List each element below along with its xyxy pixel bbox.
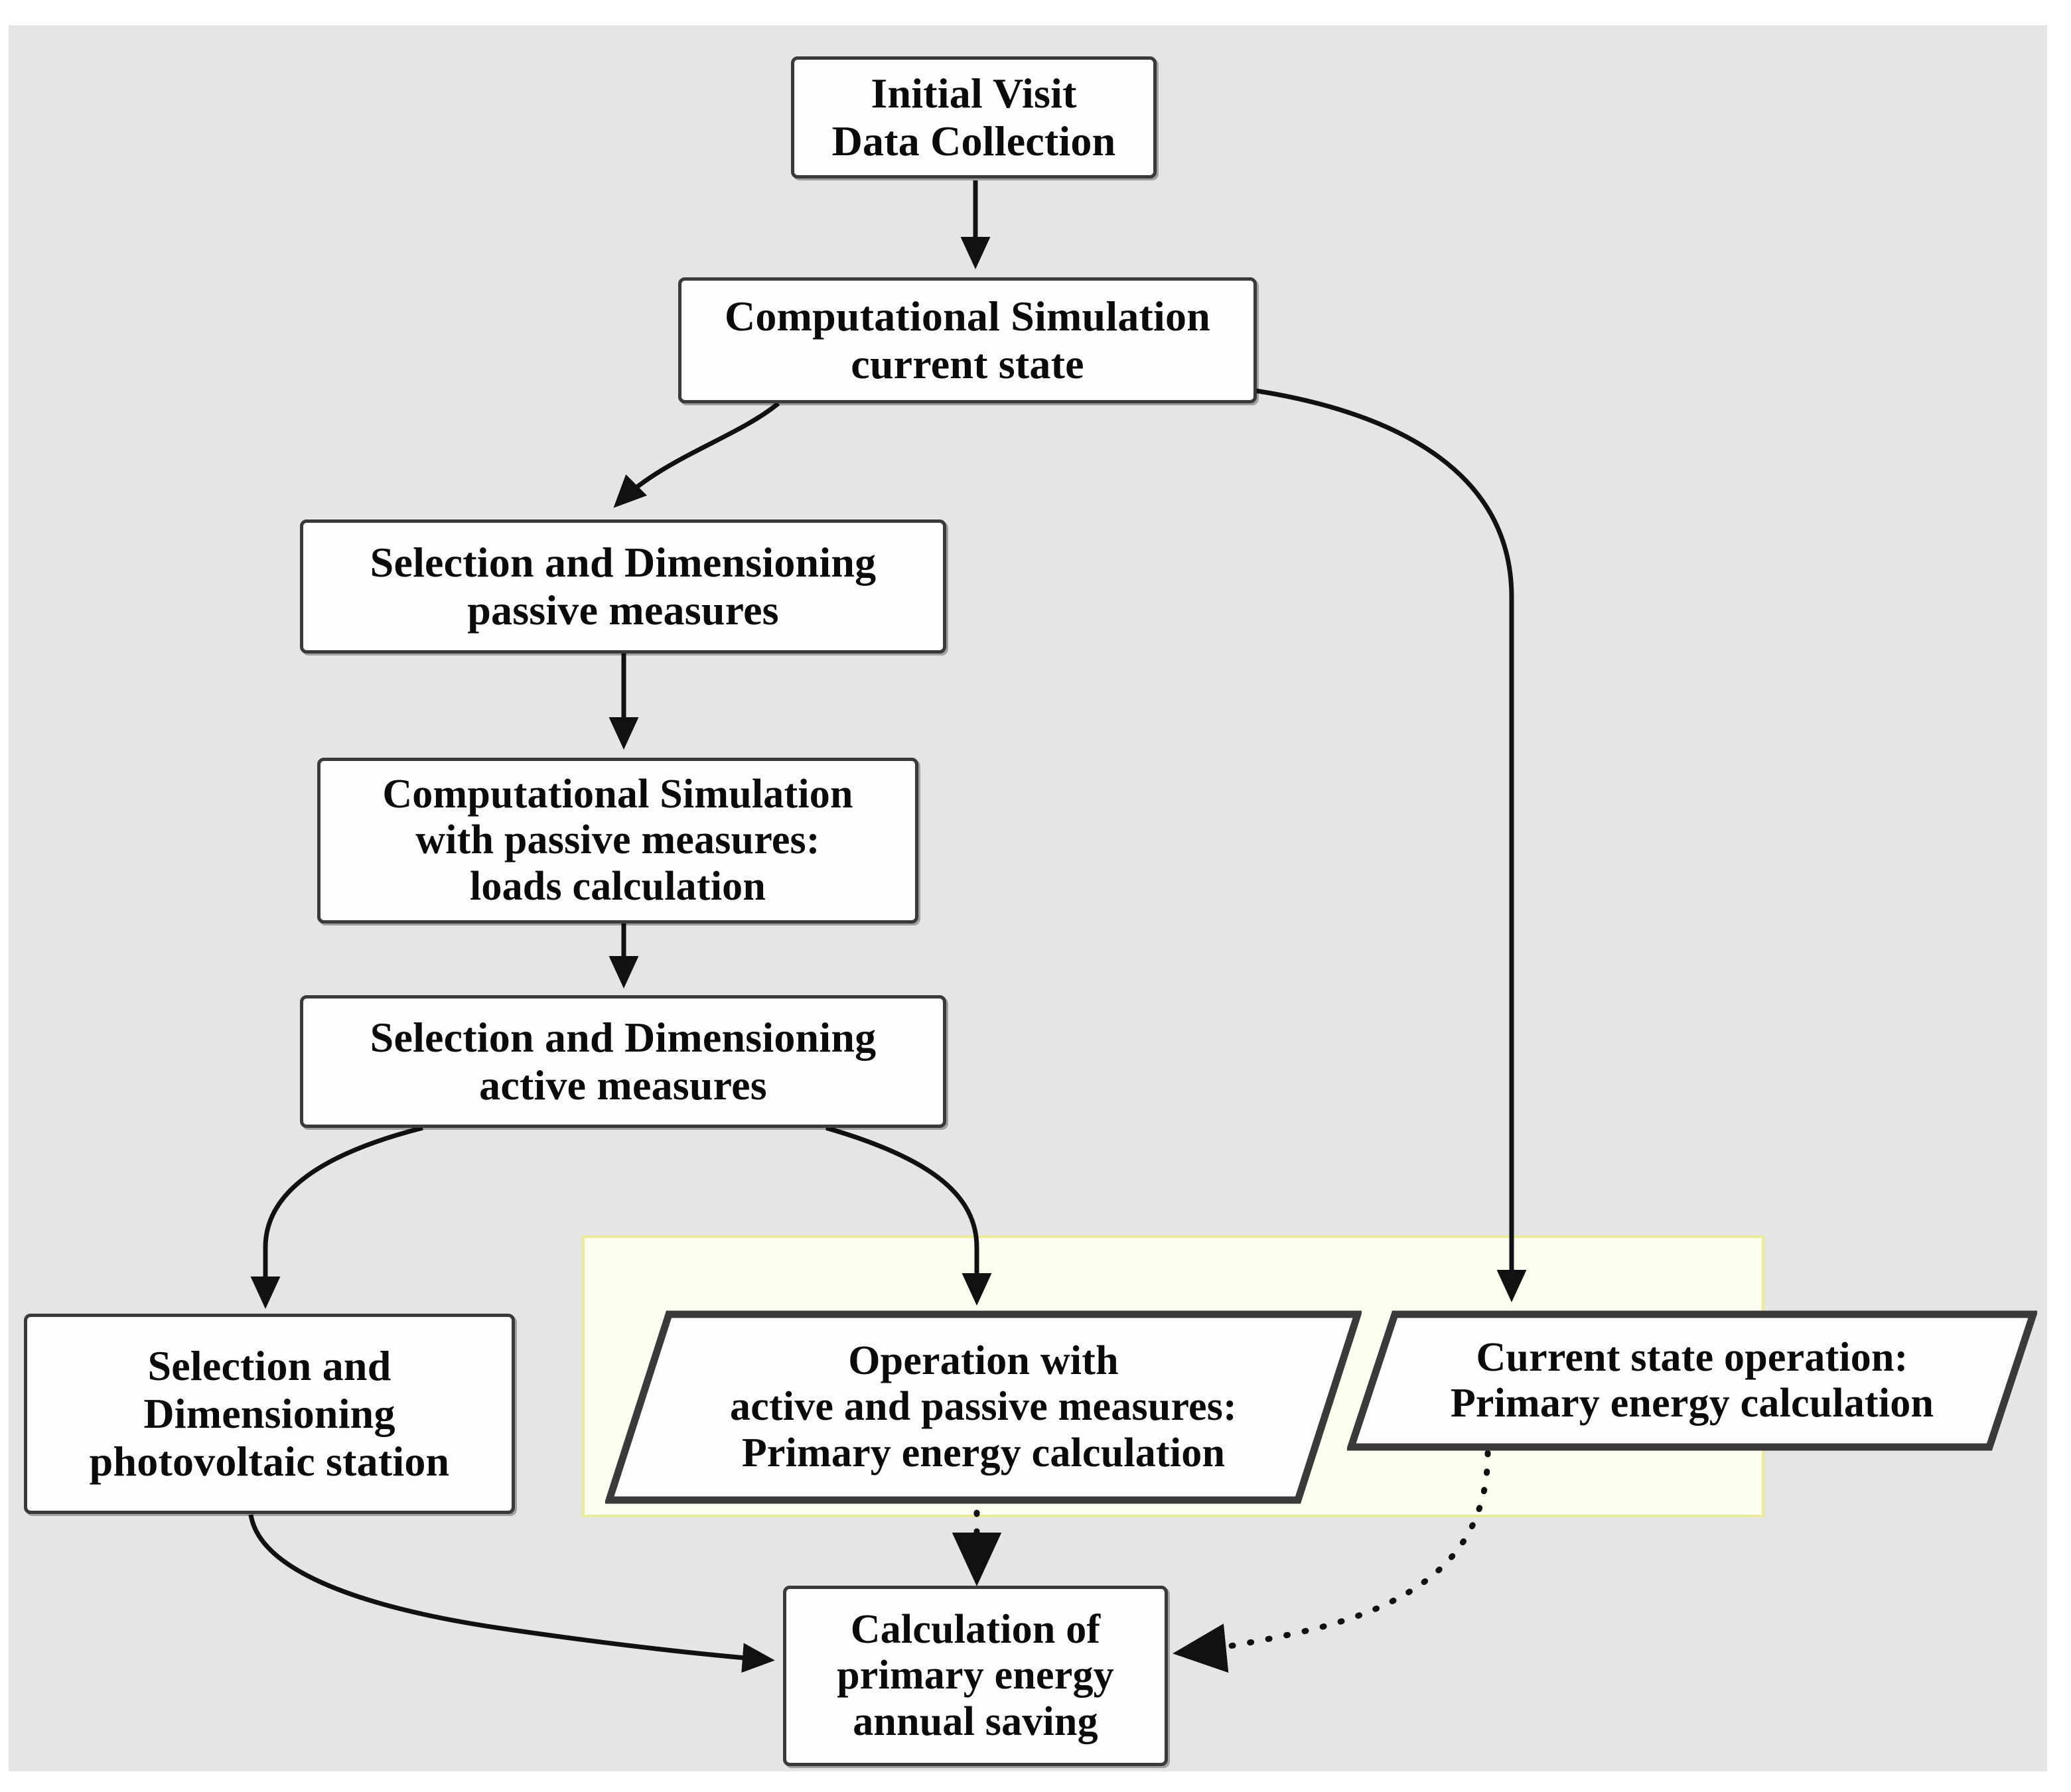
node-simulation-passive-label: Computational Simulation with passive me…	[377, 772, 858, 910]
text-line: Primary energy calculation	[1450, 1381, 1934, 1426]
text-line: Current state operation:	[1476, 1334, 1908, 1380]
parallelogram-shape	[605, 1310, 1362, 1504]
text-line: Data Collection	[831, 117, 1116, 165]
text-line: active and passive measures:	[730, 1384, 1237, 1430]
text-line: Dimensioning	[143, 1390, 395, 1438]
node-annual-saving-label: Calculation of primary energy annual sav…	[831, 1607, 1119, 1745]
node-selection-active-label: Selection and Dimensioning active measur…	[365, 1014, 882, 1109]
text-line: Computational Simulation	[382, 771, 853, 817]
node-initial-visit[interactable]: Initial Visit Data Collection	[791, 56, 1157, 178]
node-simulation-current-state-label: Computational Simulation current state	[719, 293, 1216, 387]
text-line: Selection and	[147, 1342, 392, 1390]
parallelogram-shape	[1347, 1310, 2037, 1451]
node-initial-visit-label: Initial Visit Data Collection	[827, 70, 1121, 165]
text-line: current state	[851, 340, 1084, 387]
edge-active-to-photovoltaic	[250, 1125, 423, 1309]
text-line: Computational Simulation	[724, 293, 1211, 340]
text-line: passive measures	[467, 586, 779, 634]
text-line: Selection and Dimensioning	[370, 1014, 877, 1062]
text-line: with passive measures:	[415, 817, 820, 863]
text-line: primary energy	[837, 1653, 1114, 1698]
text-line: Calculation of	[850, 1606, 1101, 1652]
node-current-state-operation[interactable]: Current state operation: Primary energy …	[1347, 1310, 2037, 1451]
text-line: annual saving	[853, 1698, 1098, 1744]
text-line: loads calculation	[469, 863, 766, 909]
node-current-state-operation-label: Current state operation: Primary energy …	[1445, 1335, 1939, 1427]
node-selection-passive[interactable]: Selection and Dimensioning passive measu…	[300, 519, 946, 654]
node-simulation-current-state[interactable]: Computational Simulation current state	[678, 277, 1257, 403]
node-selection-photovoltaic-label: Selection and Dimensioning photovoltaic …	[84, 1342, 455, 1485]
node-selection-active[interactable]: Selection and Dimensioning active measur…	[300, 995, 946, 1128]
node-annual-saving[interactable]: Calculation of primary energy annual sav…	[783, 1586, 1168, 1766]
node-operation-active-passive-label: Operation with active and passive measur…	[725, 1338, 1242, 1476]
node-simulation-passive[interactable]: Computational Simulation with passive me…	[317, 758, 918, 924]
edge-simulation-to-passive	[613, 401, 780, 508]
text-line: Initial Visit	[871, 70, 1077, 117]
text-line: active measures	[479, 1062, 767, 1109]
edge-simulation-to-current-state-operation	[1255, 388, 1527, 1302]
node-selection-photovoltaic[interactable]: Selection and Dimensioning photovoltaic …	[24, 1314, 515, 1514]
text-line: Operation with	[848, 1338, 1119, 1383]
text-line: photovoltaic station	[89, 1437, 450, 1485]
node-selection-passive-label: Selection and Dimensioning passive measu…	[365, 539, 882, 634]
text-line: Selection and Dimensioning	[370, 539, 877, 586]
edge-active-to-operation	[825, 1125, 992, 1306]
node-operation-active-passive[interactable]: Operation with active and passive measur…	[605, 1310, 1362, 1504]
text-line: Primary energy calculation	[741, 1430, 1226, 1476]
edge-photovoltaic-to-saving	[248, 1514, 775, 1673]
